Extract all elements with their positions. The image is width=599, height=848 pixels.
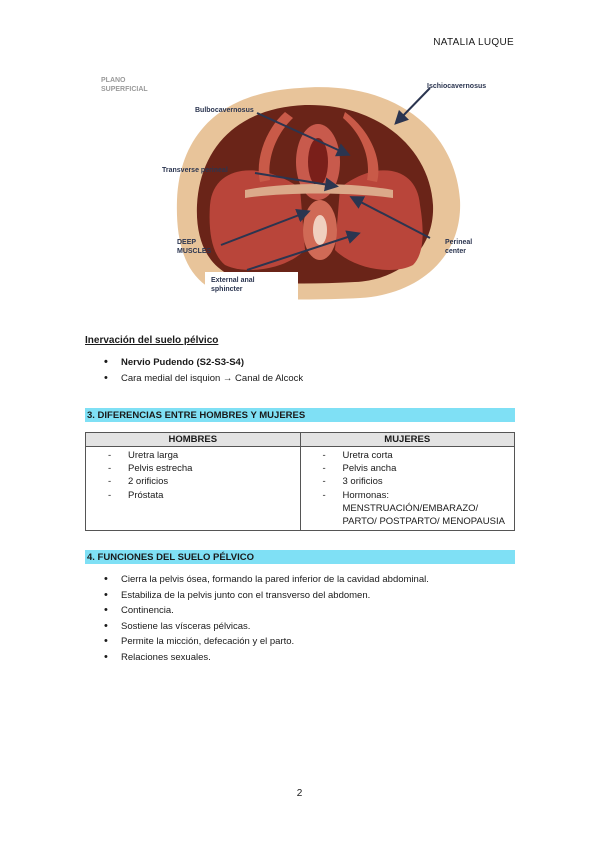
label-ischiocavernosus: Ischiocavernosus <box>427 83 487 90</box>
list-item: Uretra larga <box>86 449 300 462</box>
inervacion-list: Nervio Pudendo (S2-S3-S4) Cara medial de… <box>100 355 303 386</box>
list-item: Relaciones sexuales. <box>100 650 429 666</box>
column-header-mujeres: MUJERES <box>299 432 515 447</box>
label-bulbocavernosus: Bulbocavernosus <box>195 107 254 114</box>
list-item: Estabiliza de la pelvis junto con el tra… <box>100 588 429 604</box>
label-perineal: Perineal <box>445 239 473 246</box>
section-3-bar: 3. DIFERENCIAS ENTRE HOMBRES Y MUJERES <box>85 408 515 422</box>
label-muscles: MUSCLES <box>177 248 212 255</box>
comparison-table: HOMBRES MUJERES Uretra larga Pelvis estr… <box>85 432 515 532</box>
label-plano: PLANO <box>101 77 126 84</box>
pelvic-floor-illustration <box>176 87 461 305</box>
section-4-bar: 4. FUNCIONES DEL SUELO PÉLVICO <box>85 550 515 564</box>
section-3-title: 3. DIFERENCIAS ENTRE HOMBRES Y MUJERES <box>87 410 306 421</box>
hombres-cell: Uretra larga Pelvis estrecha 2 orificios… <box>85 445 301 532</box>
label-center: center <box>445 248 467 255</box>
column-header-hombres: HOMBRES <box>85 432 301 447</box>
pelvic-floor-figure: PLANO SUPERFICIAL Bulbocavernosus Ischio… <box>95 70 505 305</box>
list-item: Sostiene las vísceras pélvicas. <box>100 619 429 635</box>
list-item: Permite la micción, defecación y el part… <box>100 634 429 650</box>
hormonas-detail-1: MENSTRUACIÓN/EMBARAZO/ <box>342 502 479 514</box>
label-superficial: SUPERFICIAL <box>101 86 148 93</box>
list-item: 3 orificios <box>301 475 515 488</box>
list-item: Continencia. <box>100 603 429 619</box>
label-transverse-perineal: Transverse perineal <box>162 167 228 174</box>
author-name: NATALIA LUQUE <box>433 37 514 48</box>
list-item: Uretra corta <box>301 449 515 462</box>
label-deep: DEEP <box>177 239 197 246</box>
list-item: Nervio Pudendo (S2-S3-S4) <box>100 355 303 371</box>
funciones-list: Cierra la pelvis ósea, formando la pared… <box>100 572 429 665</box>
hormonas-detail-2: PARTO/ POSTPARTO/ MENOPAUSIA <box>342 516 505 528</box>
list-item: Pelvis ancha <box>301 462 515 475</box>
page-number: 2 <box>296 788 303 799</box>
section-4-title: 4. FUNCIONES DEL SUELO PÉLVICO <box>87 552 254 563</box>
list-item: Pelvis estrecha <box>86 462 300 475</box>
label-sphincter: sphincter <box>211 286 243 293</box>
list-item: 2 orificios <box>86 475 300 488</box>
inervacion-heading: Inervación del suelo pélvico <box>85 335 219 346</box>
label-external-anal: External anal <box>211 277 255 284</box>
mujeres-cell: Uretra corta Pelvis ancha 3 orificios Ho… <box>299 445 515 532</box>
list-item: Próstata <box>86 489 300 502</box>
list-item: Hormonas: <box>301 489 515 502</box>
list-item: Cara medial del isquion → Canal de Alcoc… <box>100 371 303 387</box>
list-item: Cierra la pelvis ósea, formando la pared… <box>100 572 429 588</box>
